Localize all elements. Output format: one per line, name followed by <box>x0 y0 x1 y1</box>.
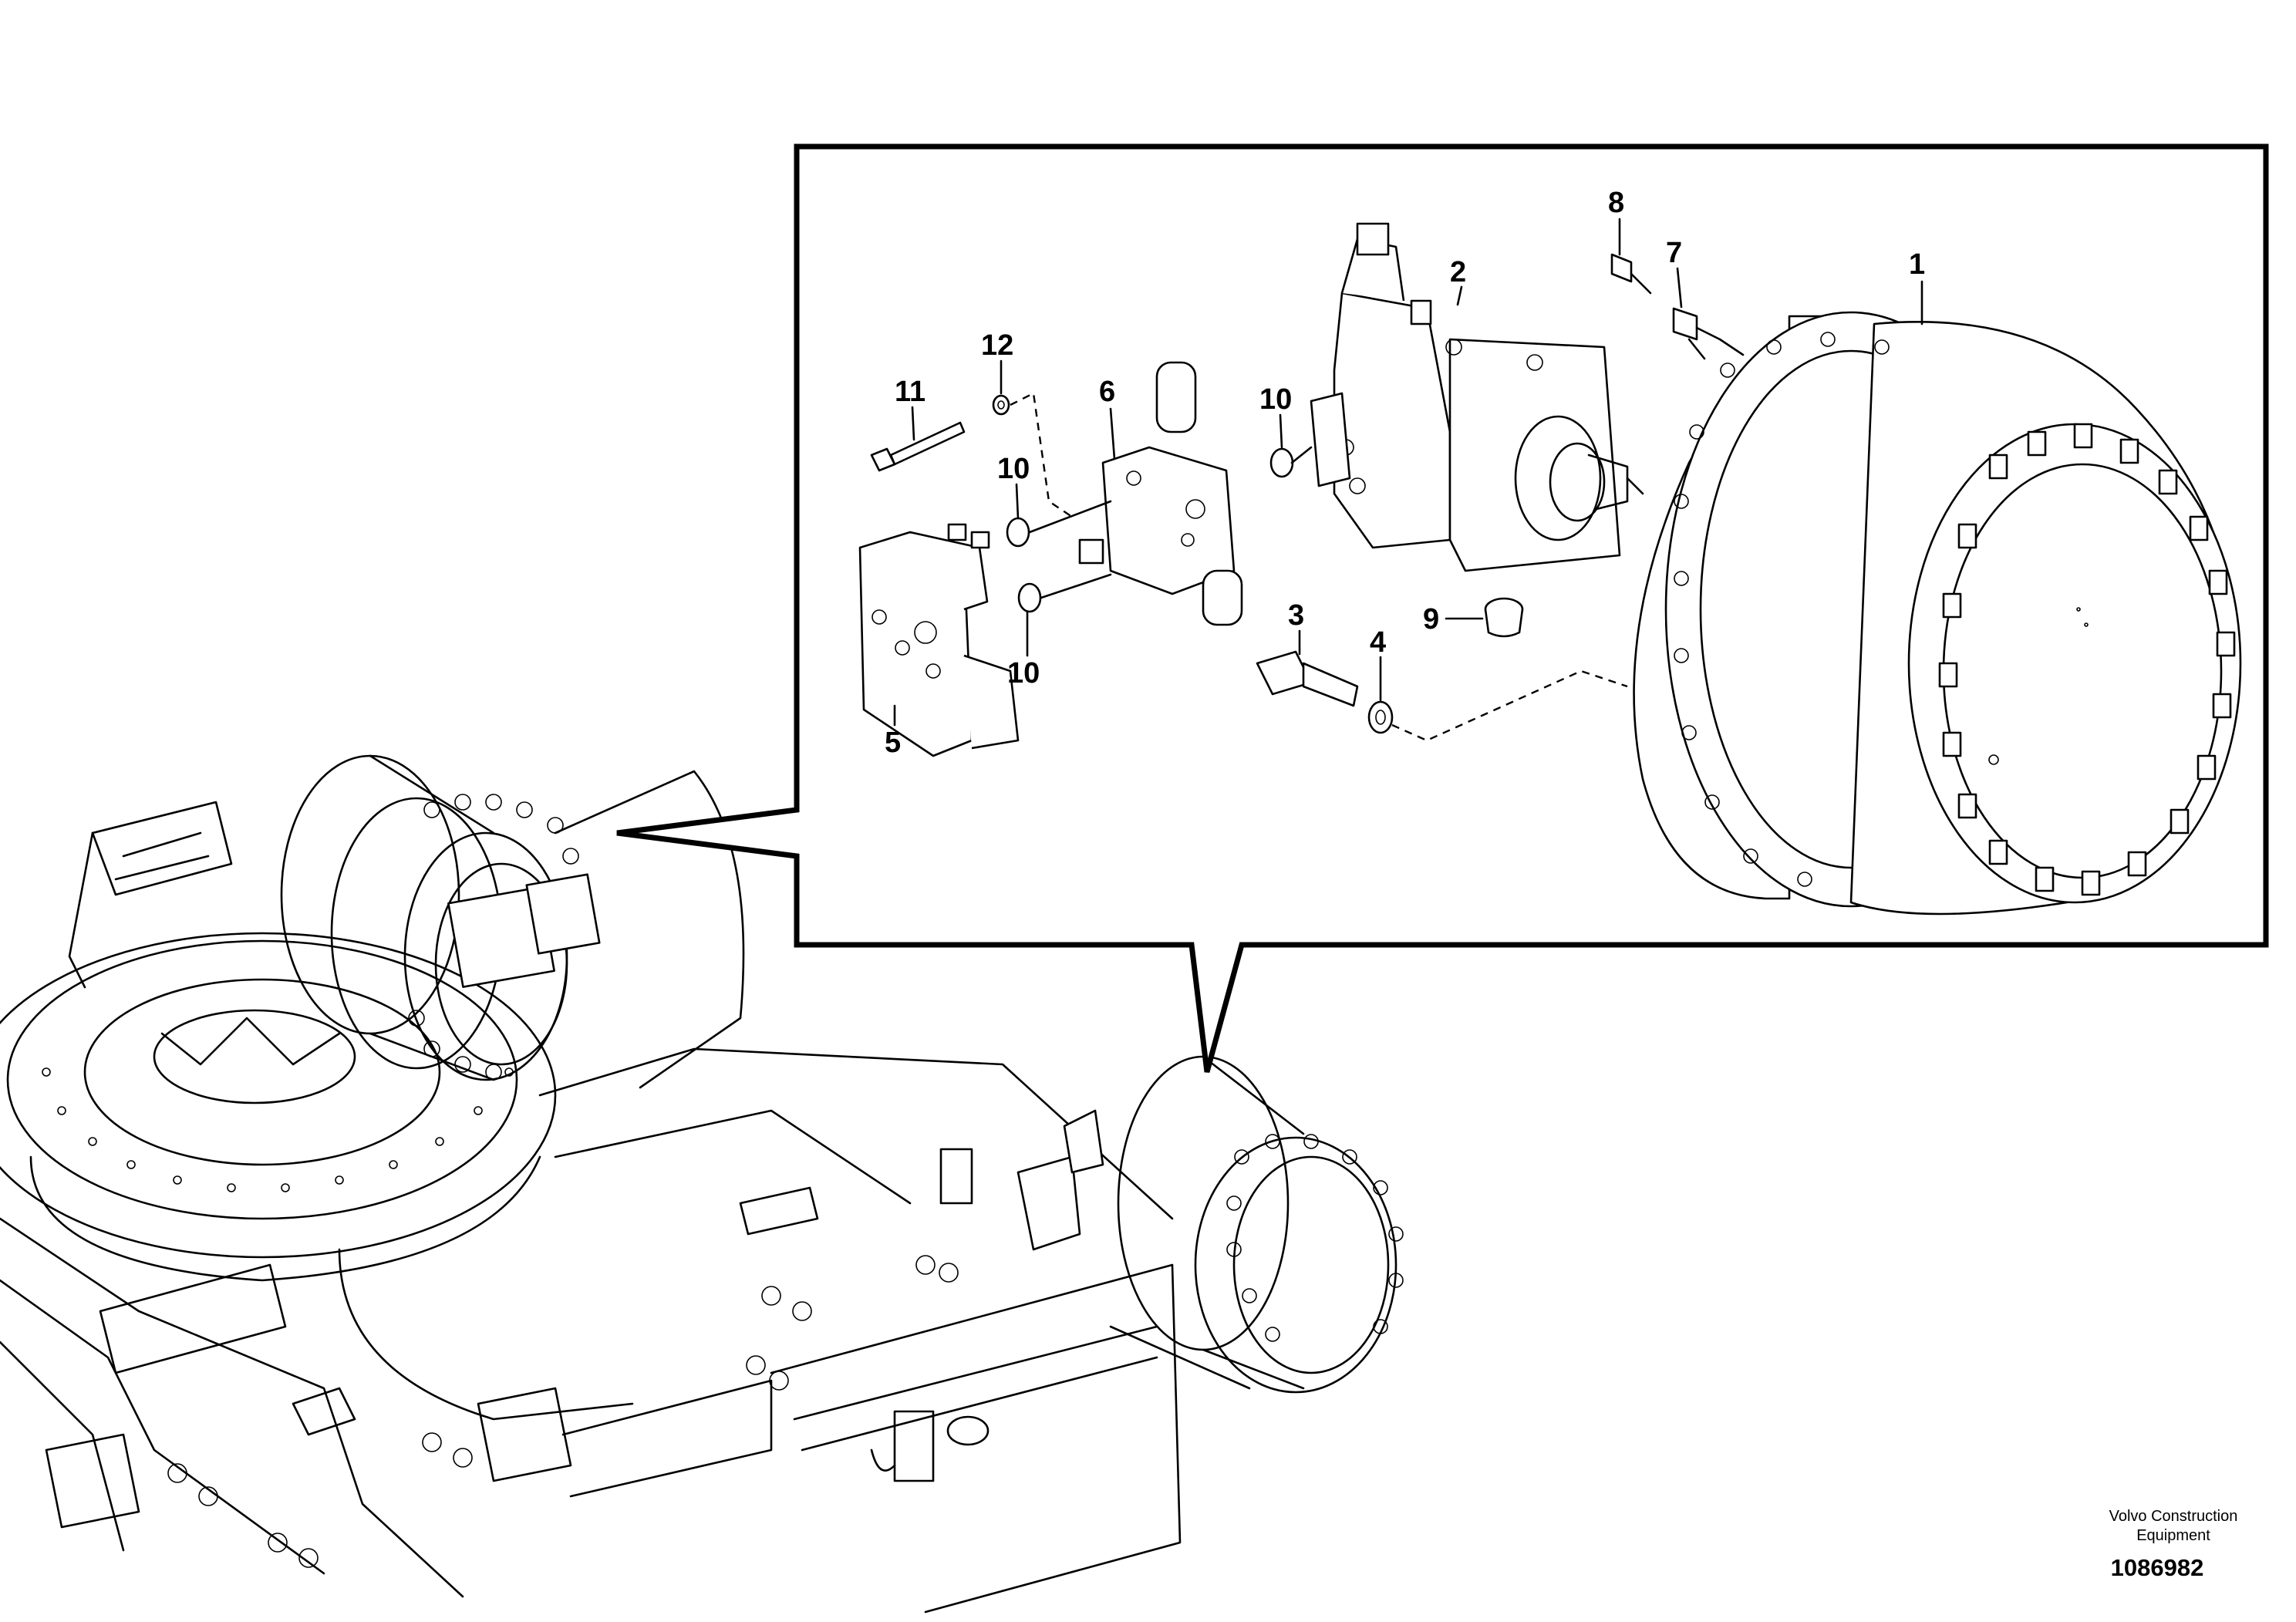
part-8-fitting <box>1610 253 1633 283</box>
left-travel-motor-illustration <box>280 754 745 1089</box>
part-11-bolt <box>870 421 966 472</box>
part-callout-labels: 1 2 3 4 5 6 7 8 9 10 10 10 11 12 <box>885 187 1925 759</box>
document-number: 1086982 <box>2111 1554 2204 1581</box>
callout-9: 9 <box>1423 603 1439 636</box>
brand-line-1: Volvo Construction <box>2109 1508 2238 1525</box>
gearbox-cover-bolts <box>1938 423 2236 896</box>
callout-5: 5 <box>885 727 901 759</box>
callout-10-lower: 10 <box>1007 657 1040 690</box>
brand-line-2: Equipment <box>2136 1527 2210 1544</box>
assembly-leader-lines <box>1010 272 1745 742</box>
undercarriage-frame-illustration <box>0 801 1182 1614</box>
callout-11: 11 <box>895 376 925 408</box>
ring-bolt-holes <box>42 1067 514 1192</box>
part-4-washer <box>1367 700 1394 734</box>
part-5-valve-block <box>858 523 1020 757</box>
part-1-travel-reduction-gear <box>1633 311 2242 916</box>
part-6-relief-valve <box>1078 361 1243 626</box>
footer-credit: Volvo Construction Equipment 1086982 <box>2109 1508 2238 1581</box>
callout-10-upper-right: 10 <box>1259 383 1292 416</box>
callout-1: 1 <box>1909 248 1925 281</box>
part-3-bolt <box>1256 650 1359 707</box>
callout-12: 12 <box>981 329 1013 362</box>
frame-bolts <box>167 1255 959 1568</box>
callout-4: 4 <box>1370 626 1386 659</box>
part-9-plug <box>1484 597 1524 638</box>
callout-8: 8 <box>1608 187 1624 219</box>
part-2-hydraulic-motor <box>1310 222 1629 572</box>
callout-6: 6 <box>1099 376 1115 408</box>
right-motor-bolts <box>1226 1134 1404 1342</box>
callout-3: 3 <box>1288 599 1304 632</box>
left-motor-bolts <box>408 794 579 1081</box>
part-12-washer <box>992 394 1010 416</box>
callout-10-upper-left: 10 <box>997 453 1030 485</box>
part-7-fitting <box>1672 307 1721 341</box>
step-plates <box>45 1387 572 1529</box>
right-travel-motor-illustration <box>939 1055 1404 1394</box>
gearbox-flange-holes <box>1674 332 1890 887</box>
callout-2: 2 <box>1450 256 1466 288</box>
callout-7: 7 <box>1666 237 1682 269</box>
part-10-o-rings <box>1006 447 1294 613</box>
